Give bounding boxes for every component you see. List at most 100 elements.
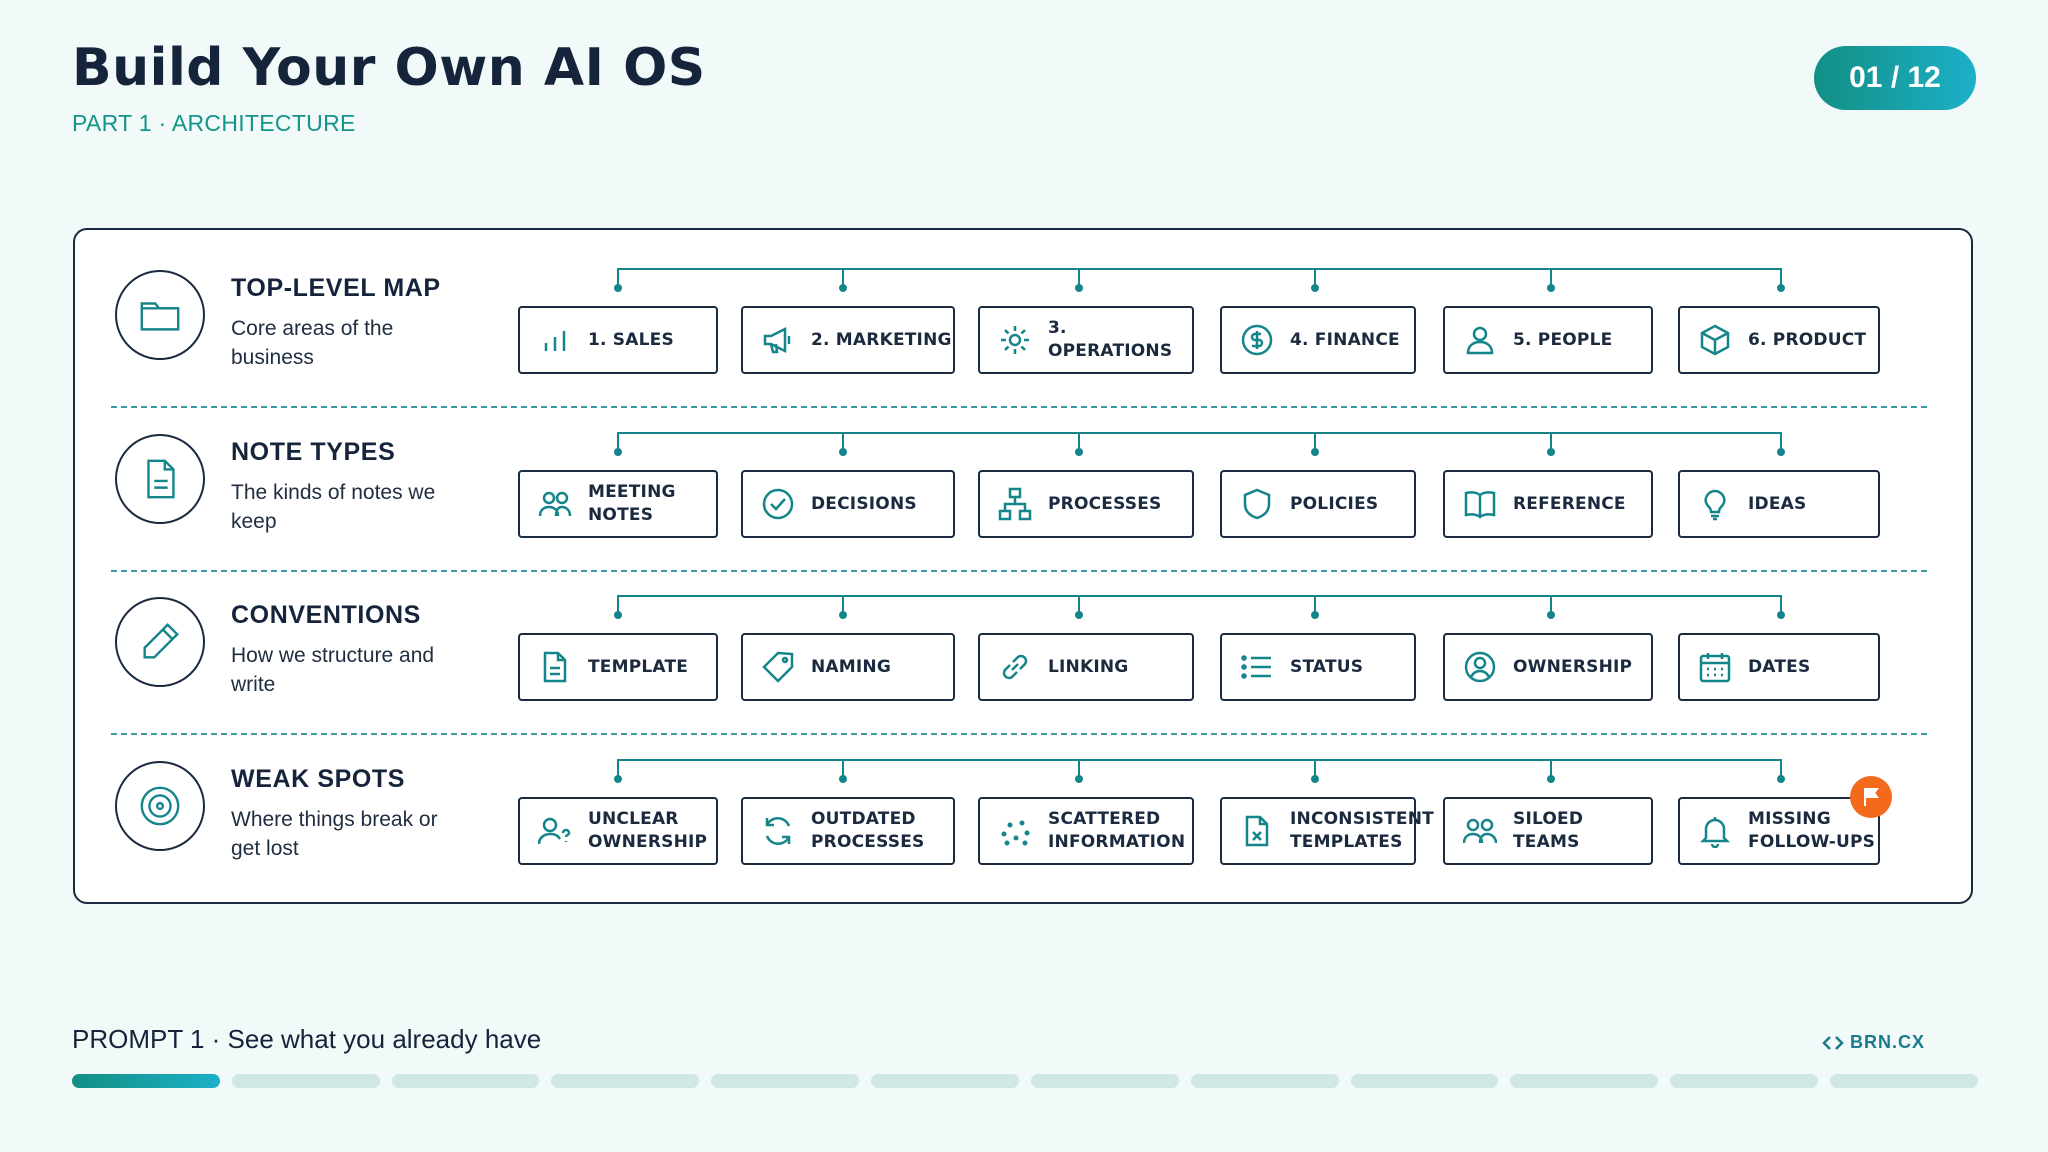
- bar-chart-icon: [544, 331, 566, 351]
- document-icon: [115, 434, 205, 524]
- refresh-icon: [765, 817, 791, 845]
- card-marketing[interactable]: 2. MARKETING: [741, 306, 955, 374]
- card-label: UNCLEAR OWNERSHIP: [588, 809, 708, 852]
- card-product[interactable]: 6. PRODUCT: [1678, 306, 1880, 374]
- card-label: 6. PRODUCT: [1748, 329, 1867, 350]
- shield-icon: [1243, 488, 1271, 520]
- card-label: 3. OPERATIONS: [1048, 318, 1173, 361]
- card-unclear-ownership[interactable]: UNCLEAR OWNERSHIP: [518, 797, 718, 865]
- progress-segment: [551, 1074, 700, 1088]
- row-note-types: NOTE TYPES The kinds of notes we keep ME…: [75, 394, 1971, 559]
- card-ownership[interactable]: OWNERSHIP: [1443, 633, 1653, 701]
- card-label: OWNERSHIP: [1513, 656, 1633, 677]
- progress-segment: [1830, 1074, 1978, 1088]
- card-sales[interactable]: 1. SALES: [518, 306, 718, 374]
- row-top-level-map: TOP-LEVEL MAP Core areas of the business…: [75, 230, 1971, 395]
- page-indicator: 01 / 12: [1814, 46, 1976, 110]
- row-weak-spots: WEAK SPOTS Where things break or get los…: [75, 721, 1971, 886]
- check-circle-icon: [762, 488, 794, 520]
- gear-icon: [1001, 326, 1029, 354]
- pencil-icon: [115, 597, 205, 687]
- people-icon: [1463, 818, 1497, 844]
- architecture-panel: TOP-LEVEL MAP Core areas of the business…: [73, 228, 1973, 904]
- card-people[interactable]: 5. PEOPLE: [1443, 306, 1653, 374]
- list-icon: [1241, 655, 1271, 679]
- megaphone-icon: [763, 326, 791, 354]
- row-title: TOP-LEVEL MAP: [231, 274, 441, 302]
- card-decisions[interactable]: DECISIONS: [741, 470, 955, 538]
- card-label: NAMING: [811, 656, 892, 677]
- card-meeting-notes[interactable]: MEETING NOTES: [518, 470, 718, 538]
- row-description: Where things break or get lost: [231, 808, 438, 860]
- org-chart-icon: [998, 487, 1032, 521]
- tag-icon: [762, 651, 794, 683]
- card-ideas[interactable]: IDEAS: [1678, 470, 1880, 538]
- brand-name: BRN.CX: [1850, 1032, 1926, 1052]
- card-siloed-teams[interactable]: SILOED TEAMS: [1443, 797, 1653, 865]
- card-label: IDEAS: [1748, 493, 1807, 514]
- user-circle-icon: [1464, 651, 1496, 683]
- card-reference[interactable]: REFERENCE: [1443, 470, 1653, 538]
- card-dates[interactable]: DATES: [1678, 633, 1880, 701]
- card-label: MISSING FOLLOW-UPS: [1748, 809, 1876, 852]
- file-text-icon: [543, 651, 567, 683]
- row-title: NOTE TYPES: [231, 438, 396, 466]
- card-label: REFERENCE: [1513, 493, 1626, 514]
- card-outdated-processes[interactable]: OUTDATED PROCESSES: [741, 797, 955, 865]
- card-label: 2. MARKETING: [811, 329, 952, 350]
- card-naming[interactable]: NAMING: [741, 633, 955, 701]
- row-title: WEAK SPOTS: [231, 765, 406, 793]
- progress-segment: [231, 1074, 380, 1088]
- progress-segment-current: [72, 1074, 220, 1088]
- card-scattered-information[interactable]: SCATTERED INFORMATION: [978, 797, 1194, 865]
- card-label: LINKING: [1048, 656, 1129, 677]
- card-label: MEETING NOTES: [588, 482, 676, 525]
- row-divider: [111, 733, 1927, 735]
- card-finance[interactable]: 4. FINANCE: [1220, 306, 1416, 374]
- card-label: OUTDATED PROCESSES: [811, 809, 925, 852]
- card-label: SCATTERED INFORMATION: [1048, 809, 1186, 852]
- card-label: SILOED TEAMS: [1513, 809, 1584, 852]
- target-icon: [115, 761, 205, 851]
- row-description: The kinds of notes we keep: [231, 481, 436, 533]
- card-label: 4. FINANCE: [1290, 329, 1400, 350]
- link-icon: [1002, 654, 1028, 680]
- card-label: DATES: [1748, 656, 1811, 677]
- card-label: DECISIONS: [811, 493, 917, 514]
- box-icon: [1700, 324, 1730, 356]
- card-processes[interactable]: PROCESSES: [978, 470, 1194, 538]
- page-title: Build Your Own AI OS: [72, 38, 706, 98]
- calendar-icon: [1699, 653, 1731, 683]
- card-inconsistent-templates[interactable]: INCONSISTENT TEMPLATES: [1220, 797, 1434, 865]
- page-subtitle: PART 1 · ARCHITECTURE: [72, 110, 356, 136]
- card-label: PROCESSES: [1048, 493, 1162, 514]
- card-label: POLICIES: [1290, 493, 1379, 514]
- card-operations[interactable]: 3. OPERATIONS: [978, 306, 1194, 374]
- row-conventions: CONVENTIONS How we structure and write T…: [75, 557, 1971, 722]
- card-status[interactable]: STATUS: [1220, 633, 1416, 701]
- prompt-caption: PROMPT 1 · See what you already have: [72, 1024, 542, 1054]
- progress-segment: [871, 1074, 1019, 1088]
- progress-segment: [711, 1074, 860, 1088]
- card-label: 5. PEOPLE: [1513, 329, 1613, 350]
- card-template[interactable]: TEMPLATE: [518, 633, 718, 701]
- folder-icon: [115, 270, 205, 360]
- book-icon: [1464, 491, 1496, 519]
- card-label: INCONSISTENT TEMPLATES: [1290, 809, 1434, 852]
- dollar-icon: [1241, 324, 1273, 356]
- flag-icon: [1850, 776, 1892, 818]
- card-missing-follow-ups[interactable]: MISSING FOLLOW-UPS: [1678, 797, 1880, 865]
- progress-segment: [1190, 1074, 1339, 1088]
- progress-segment: [1350, 1074, 1499, 1088]
- card-label: TEMPLATE: [588, 656, 689, 677]
- row-description: How we structure and write: [231, 644, 435, 696]
- code-brackets-icon: [1822, 1035, 1844, 1050]
- card-linking[interactable]: LINKING: [978, 633, 1194, 701]
- people-icon: [538, 491, 572, 517]
- file-x-icon: [1245, 815, 1269, 847]
- bell-icon: [1699, 817, 1731, 848]
- person-icon: [1466, 326, 1494, 355]
- scatter-dots-icon: [1001, 820, 1030, 846]
- card-policies[interactable]: POLICIES: [1220, 470, 1416, 538]
- progress-segment: [1670, 1074, 1819, 1088]
